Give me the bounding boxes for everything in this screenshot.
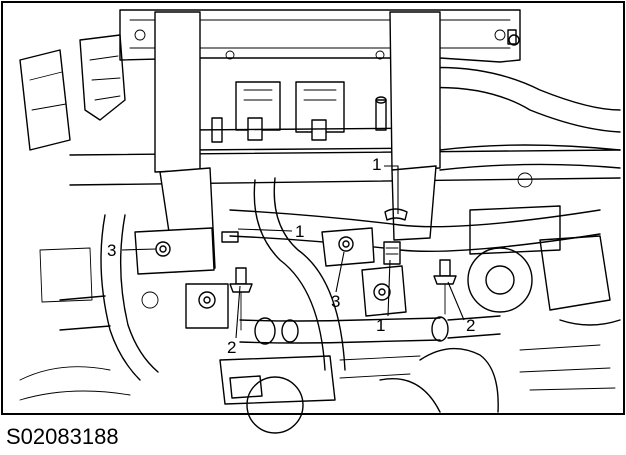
callout-c1a: 1 (372, 155, 399, 214)
callout-label: 2 (466, 316, 475, 335)
callout-label: 1 (372, 155, 381, 174)
figure-id-label: S02083188 (6, 424, 119, 449)
callout-label: 3 (107, 241, 116, 260)
callout-label: 2 (227, 338, 236, 357)
callout-label: 1 (376, 316, 385, 335)
callout-c1c: 1 (376, 259, 391, 335)
callout-label: 1 (295, 222, 304, 241)
callout-c1b: 1 (237, 222, 304, 241)
callout-c3b: 3 (331, 251, 345, 311)
callout-c3a: 3 (107, 241, 157, 260)
engine-illustration (19, 9, 621, 434)
callout-label: 3 (331, 292, 340, 311)
callout-c2a: 2 (227, 285, 241, 357)
callout-c2b: 2 (447, 281, 475, 335)
